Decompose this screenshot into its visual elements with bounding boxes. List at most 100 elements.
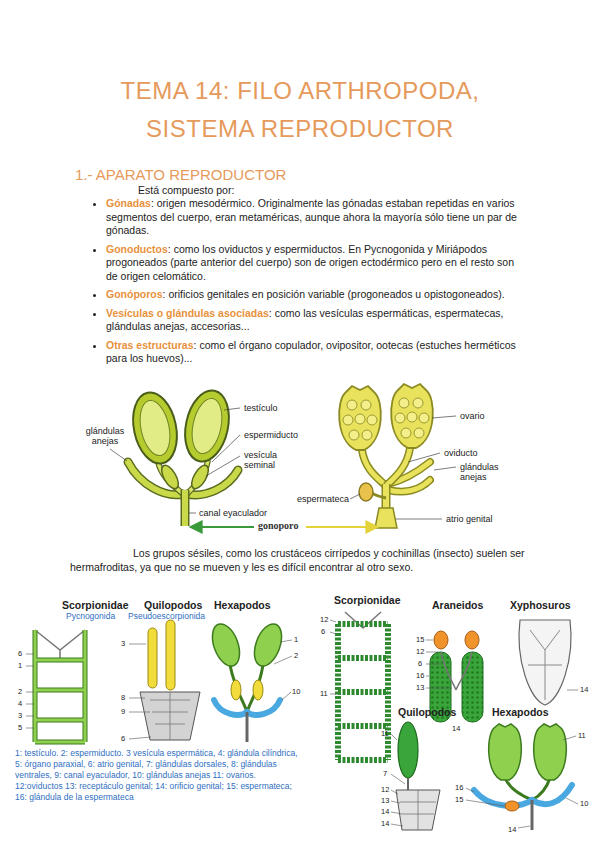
leader-line xyxy=(563,736,576,740)
callout-number: 9 xyxy=(121,708,125,716)
male-system-figure xyxy=(158,462,183,494)
callout-number: 13 xyxy=(381,797,389,805)
intro-text: Está compuesto por: xyxy=(138,184,234,198)
female-system-figure xyxy=(347,400,357,410)
female-system-figure xyxy=(407,412,417,422)
xiphosura-female-figure xyxy=(519,620,571,705)
hexapod-female-figure xyxy=(474,724,572,830)
leader-line xyxy=(426,640,433,641)
hexapod-male-figure xyxy=(247,700,280,715)
male-system-figure xyxy=(179,386,235,465)
hexapod-male-figure xyxy=(230,665,247,712)
gonopore-label: gonoporo xyxy=(258,521,298,531)
female-system-figure xyxy=(367,415,377,425)
leader-line xyxy=(434,467,456,470)
figure-subheading: Pseudoescorpionida xyxy=(128,611,205,621)
figure-key: 1: testículo. 2: espermiducto. 3 vesícul… xyxy=(15,748,302,803)
callout-number: 4 xyxy=(18,700,22,708)
chilopod-female-figure xyxy=(396,722,440,830)
part-label: testículo xyxy=(244,403,278,413)
xiphosura-female-figure xyxy=(528,630,562,700)
spider-female-figure xyxy=(462,652,483,722)
bullet-term: Vesículas o glándulas asociadas xyxy=(106,307,269,319)
callout-number: 1 xyxy=(294,636,298,644)
female-system-figure xyxy=(375,508,397,528)
female-system-figure xyxy=(413,398,423,408)
female-system-figure xyxy=(362,430,372,440)
male-system-figure xyxy=(181,490,190,526)
leader-line xyxy=(110,408,456,519)
leader-line xyxy=(567,690,578,691)
male-system-figure xyxy=(158,462,183,494)
part-label: espermateca xyxy=(297,494,349,504)
female-system-figure xyxy=(386,448,410,486)
hexapod-female-figure xyxy=(534,724,567,780)
leader-line xyxy=(129,644,146,645)
leader-line xyxy=(330,632,336,634)
chilopod-male-figure xyxy=(166,620,175,690)
figure-subheading: Pycnogonida xyxy=(66,611,115,621)
callout-number: 12 xyxy=(416,648,424,656)
hexapod-female-figure xyxy=(505,778,550,800)
leader-line xyxy=(396,519,442,520)
bullet-item: Otras estructuras: como el órgano copula… xyxy=(106,339,525,366)
callout-number: 14 xyxy=(381,808,389,816)
male-system-figure xyxy=(187,396,226,457)
leader-line xyxy=(280,640,292,642)
section-heading: 1.- APARATO REPRODUCTOR xyxy=(75,166,286,183)
leader-line xyxy=(330,620,336,622)
leader-line xyxy=(391,790,398,794)
spider-female-figure xyxy=(441,652,472,690)
hexapod-female-figure xyxy=(505,801,519,811)
callout-number: 11 xyxy=(320,690,328,698)
male-system-figure xyxy=(128,462,183,495)
chilopod-male-figure xyxy=(150,692,190,740)
callout-number: 7 xyxy=(383,770,387,778)
part-label: glándulas anejas xyxy=(460,462,506,482)
part-label: vesícula seminal xyxy=(244,450,290,470)
chilopod-male-figure xyxy=(140,620,200,740)
leader-line xyxy=(110,449,127,461)
body-paragraph: Los grupos sésiles, como los crustáceos … xyxy=(70,546,530,574)
female-system-figure xyxy=(349,430,359,440)
hexapod-male-figure xyxy=(207,620,287,742)
leader-line xyxy=(391,812,402,814)
leader-line xyxy=(426,688,452,689)
leader-line xyxy=(224,408,240,410)
part-label: oviducto xyxy=(444,448,478,458)
leader-line xyxy=(426,652,438,653)
callout-number: 15 xyxy=(416,636,424,644)
bullet-item: Gonoductos: como los oviductos y espermi… xyxy=(106,243,525,284)
female-system-figure xyxy=(359,483,373,501)
callout-number: 8 xyxy=(121,694,125,702)
gonopore-arrows xyxy=(306,526,378,528)
male-system-figure xyxy=(188,463,211,492)
callout-number: 5 xyxy=(18,724,22,732)
chilopod-female-figure xyxy=(398,722,418,778)
bullet-term: Gonoductos xyxy=(106,243,168,255)
leader-line xyxy=(26,666,34,667)
callout-number: 3 xyxy=(18,712,22,720)
callout-number: 12 xyxy=(381,786,389,794)
male-system-figure xyxy=(127,388,183,467)
bullet-item: Gonóporos: orificios genitales en posici… xyxy=(106,288,525,302)
female-system-figure xyxy=(401,428,411,438)
figure-heading: Araneidos xyxy=(432,599,483,611)
scorpion-female-figure xyxy=(338,612,388,760)
leader-line xyxy=(566,798,578,804)
leader-line xyxy=(189,513,196,514)
chilopod-female-figure xyxy=(407,778,409,790)
leader-line xyxy=(129,737,151,739)
bullet-term: Gónadas xyxy=(106,197,151,209)
female-system-figure xyxy=(343,415,353,425)
figure-heading: Quilopodos xyxy=(398,706,456,718)
scorpion-male-figure xyxy=(35,630,85,742)
callout-number: 1 xyxy=(18,662,22,670)
female-system-figure xyxy=(399,398,409,408)
male-system-figure xyxy=(128,462,183,495)
leader-line xyxy=(129,712,150,713)
scorpion-male-figure xyxy=(35,630,85,660)
callout-number: 14 xyxy=(580,686,588,694)
chilopod-female-figure xyxy=(396,790,440,830)
